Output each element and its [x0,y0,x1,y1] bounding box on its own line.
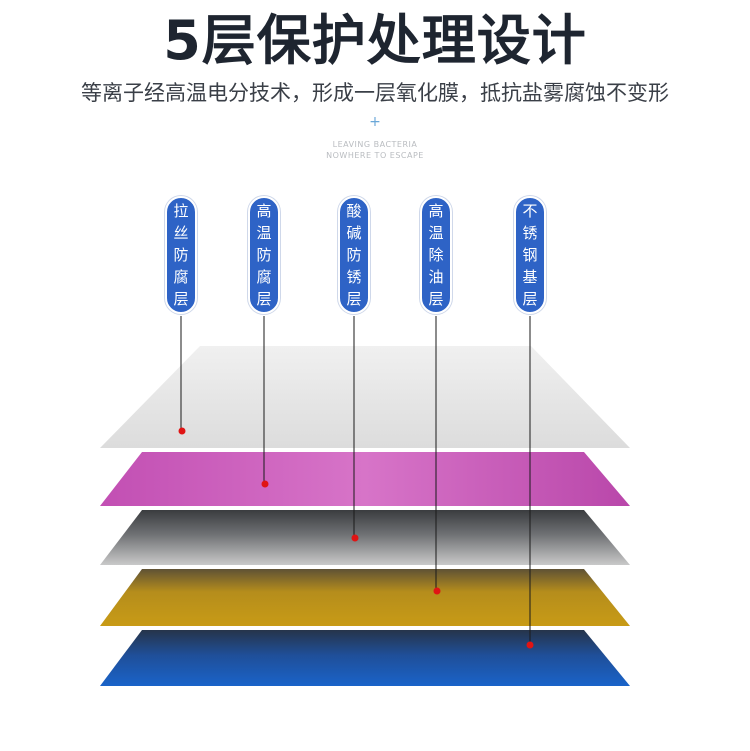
label-pill-2: 高 温 防 腐 层 [248,196,280,314]
marker-dot-3 [351,534,359,542]
label-1-char: 层 [173,290,189,308]
label-2-char: 防 [256,246,272,264]
label-3-char: 碱 [346,224,362,242]
marker-dot-2 [261,480,269,488]
label-5-char: 锈 [522,224,538,242]
marker-dot-4 [433,587,441,595]
page-subtitle: 等离子经高温电分技术，形成一层氧化膜，抵抗盐雾腐蚀不变形 [81,81,669,105]
layer-4-sheet [100,569,630,626]
label-3-char: 层 [346,290,362,308]
layer-3-sheet [100,510,630,565]
label-1-char: 腐 [173,268,189,286]
label-5-char: 不 [522,202,538,220]
label-1-char: 拉 [173,202,189,220]
label-3-char: 酸 [346,202,362,220]
label-2-char: 腐 [256,268,272,286]
label-5-char: 基 [522,268,538,286]
layer-1-sheet [100,346,630,448]
label-pill-1: 拉 丝 防 腐 层 [165,196,197,314]
label-2-char: 高 [256,202,272,220]
label-4-char: 油 [428,268,444,286]
label-pill-5: 不 锈 钢 基 层 [514,196,546,314]
tagline-line-2: NOWHERE TO ESCAPE [326,151,424,160]
label-4-char: 温 [428,224,444,242]
label-pill-3: 酸 碱 防 锈 层 [338,196,370,314]
layer-5-sheet [100,630,630,686]
layer-2-sheet [100,452,630,506]
label-5-char: 层 [522,290,538,308]
marker-dot-1 [178,427,186,435]
plus-icon: + [369,114,381,130]
marker-dot-5 [526,641,534,649]
page-title: 5层保护处理设计 [163,9,587,72]
label-5-char: 钢 [522,246,538,264]
label-3-char: 防 [346,246,362,264]
label-1-char: 防 [173,246,189,264]
label-4-char: 层 [428,290,444,308]
label-2-char: 层 [256,290,272,308]
tagline: LEAVING BACTERIA NOWHERE TO ESCAPE [0,139,750,161]
label-4-char: 高 [428,202,444,220]
label-pill-4: 高 温 除 油 层 [420,196,452,314]
tagline-line-1: LEAVING BACTERIA [332,140,418,149]
label-4-char: 除 [428,246,444,264]
label-2-char: 温 [256,224,272,242]
label-1-char: 丝 [173,224,189,242]
label-3-char: 锈 [346,268,362,286]
